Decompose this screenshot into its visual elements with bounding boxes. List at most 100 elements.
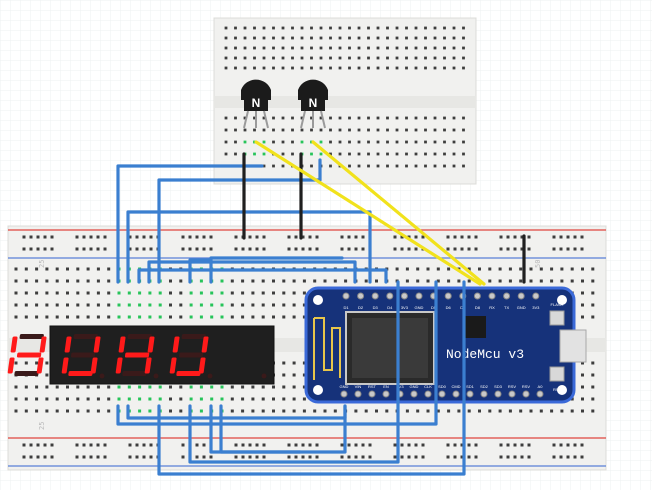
- rail-hole: [474, 443, 478, 447]
- hole: [230, 303, 234, 307]
- hole: [292, 373, 296, 377]
- wire-blue[interactable]: [188, 280, 400, 464]
- transistor-q1[interactable]: N: [241, 79, 271, 129]
- seven-segment-display[interactable]: [7, 325, 275, 385]
- hole: [405, 46, 408, 50]
- hole: [281, 56, 285, 60]
- hole: [462, 152, 465, 156]
- wire-blue[interactable]: [209, 256, 344, 284]
- rail-hole: [287, 235, 291, 239]
- pin-label: SD0: [438, 384, 447, 389]
- wire-yellow[interactable]: [254, 140, 482, 286]
- hole: [292, 279, 296, 283]
- hole: [357, 116, 361, 120]
- wire-blue[interactable]: [126, 210, 372, 284]
- hole: [179, 291, 183, 295]
- reset-button[interactable]: [549, 366, 565, 382]
- hole: [243, 36, 247, 40]
- rail-hole: [96, 235, 100, 239]
- hole: [224, 140, 228, 144]
- wire-blue[interactable]: [137, 268, 388, 284]
- header-pin: [480, 390, 488, 398]
- hole: [107, 397, 111, 401]
- rail-hole: [255, 247, 259, 251]
- hole: [452, 46, 456, 50]
- hole: [414, 46, 418, 50]
- hole: [86, 267, 90, 271]
- hole: [467, 267, 471, 271]
- rail-hole: [82, 235, 86, 239]
- hole: [426, 409, 430, 413]
- hole: [310, 26, 313, 30]
- hole: [66, 315, 69, 319]
- hole: [462, 66, 465, 70]
- wire-blue[interactable]: [147, 260, 357, 284]
- rail-hole: [573, 443, 577, 447]
- wire-blue[interactable]: [188, 258, 212, 284]
- hole: [281, 116, 285, 120]
- esp-antenna-icon: [313, 317, 341, 380]
- transistor-q2[interactable]: N: [298, 79, 328, 129]
- rail-hole: [393, 247, 397, 251]
- hole: [224, 152, 228, 156]
- hole: [488, 409, 492, 413]
- rail-hole: [400, 455, 404, 459]
- rail-hole: [287, 455, 291, 459]
- hole: [302, 385, 306, 389]
- hole: [367, 36, 370, 40]
- hole: [86, 409, 90, 413]
- flash-button[interactable]: [549, 310, 565, 326]
- hole: [158, 385, 162, 389]
- hole: [424, 56, 427, 60]
- hole: [348, 46, 351, 50]
- hole: [488, 279, 492, 283]
- usb-port[interactable]: [559, 329, 587, 363]
- hole: [282, 315, 286, 319]
- wire-blue[interactable]: [116, 164, 264, 284]
- hole: [395, 36, 399, 40]
- hole: [395, 140, 399, 144]
- hole: [253, 128, 256, 132]
- hole: [467, 409, 471, 413]
- hole: [443, 26, 446, 30]
- rail-hole: [294, 247, 298, 251]
- hole: [424, 36, 427, 40]
- rail-hole: [361, 247, 365, 251]
- rail-hole: [262, 443, 266, 447]
- hole: [452, 152, 456, 156]
- rail-hole: [513, 247, 517, 251]
- pin-label: D5: [431, 305, 437, 310]
- hole: [107, 267, 111, 271]
- segment-g: [70, 352, 96, 358]
- hole: [529, 267, 533, 271]
- hole: [281, 152, 285, 156]
- wire-blue[interactable]: [157, 158, 322, 284]
- decimal-point: [99, 373, 105, 379]
- rail-hole: [248, 455, 252, 459]
- wire-yellow[interactable]: [311, 140, 486, 286]
- hole: [138, 385, 142, 389]
- hole: [220, 315, 224, 319]
- hole: [55, 409, 59, 413]
- hole: [234, 26, 237, 30]
- hole: [581, 385, 584, 389]
- pin-label: RX: [489, 305, 495, 310]
- wire-blue[interactable]: [219, 404, 347, 454]
- wire-blue[interactable]: [157, 280, 466, 476]
- hole: [348, 26, 351, 30]
- pin-label: CLK: [424, 384, 432, 389]
- hole: [313, 279, 317, 283]
- hole: [262, 46, 266, 50]
- hole: [570, 409, 574, 413]
- hole: [405, 36, 408, 40]
- hole: [329, 46, 332, 50]
- rail-hole: [573, 247, 577, 251]
- hole: [416, 409, 420, 413]
- hole: [251, 303, 255, 307]
- hole: [581, 409, 584, 413]
- rail-hole: [520, 443, 524, 447]
- hole: [424, 46, 427, 50]
- rail-hole: [181, 455, 185, 459]
- wire-blue[interactable]: [116, 280, 438, 426]
